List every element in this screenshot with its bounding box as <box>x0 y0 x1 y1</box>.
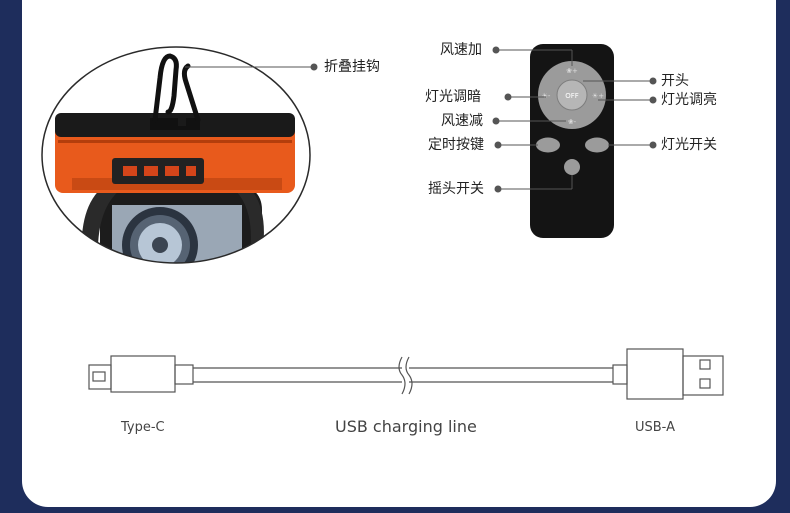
light-dim-label: 灯光调暗 <box>425 89 481 105</box>
type-c-plug-body <box>110 355 176 393</box>
timer-label: 定时按键 <box>428 137 484 153</box>
oscillate-label: 摇头开关 <box>428 181 484 197</box>
type-c-plug-tip <box>88 364 112 390</box>
usb-a-label: USB-A <box>635 420 675 435</box>
light-bright-label: 灯光调亮 <box>661 92 717 108</box>
hook-label: 折叠挂钩 <box>324 59 380 75</box>
type-c-label: Type-C <box>121 420 165 435</box>
svg-text:☀+: ☀+ <box>592 92 604 100</box>
svg-text:❀+: ❀+ <box>566 67 578 75</box>
cable-title-label: USB charging line <box>335 417 477 436</box>
usb-a-plug-body <box>626 348 684 400</box>
remote-off-text: OFF <box>565 92 579 100</box>
speed-down-label: 风速减 <box>441 113 483 129</box>
light-switch-label: 灯光开关 <box>661 137 717 153</box>
svg-text:❀-: ❀- <box>568 118 577 126</box>
power-label: 开头 <box>661 73 689 89</box>
usb-a-plug-tip <box>682 355 724 396</box>
svg-text:☀-: ☀- <box>542 92 551 100</box>
speed-up-label: 风速加 <box>440 42 482 58</box>
